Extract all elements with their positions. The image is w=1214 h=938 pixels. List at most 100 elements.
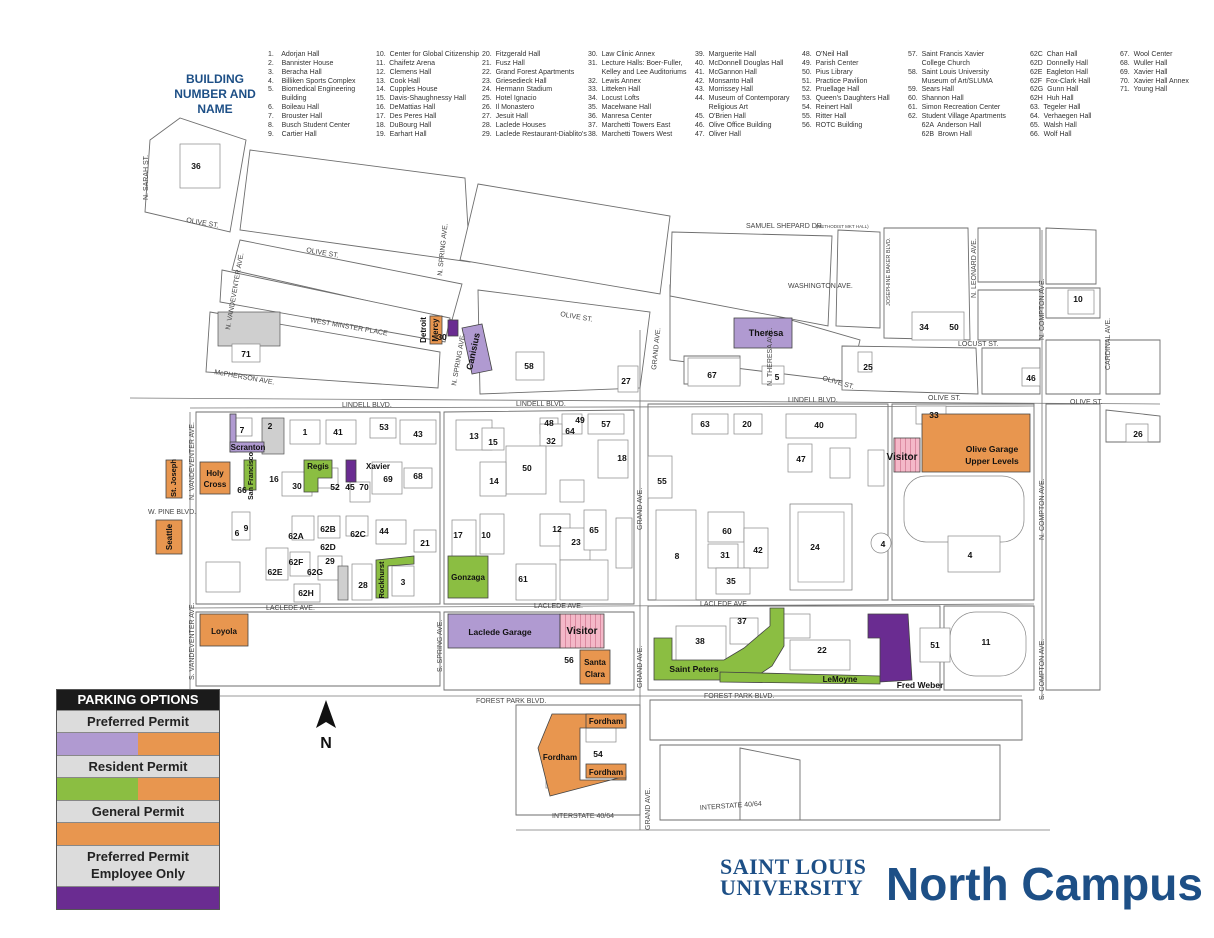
street-s-spring: S. SPRING AVE. <box>437 620 444 672</box>
roads <box>129 230 1161 831</box>
bnum: 16 <box>269 474 279 484</box>
parking-options-legend: PARKING OPTIONS Preferred Permit Residen… <box>56 689 220 910</box>
bnum: 62F <box>289 557 304 567</box>
bnum: 71 <box>241 349 251 359</box>
legend-entry: 43. Morrissey Hall <box>695 86 753 94</box>
legend-entry: 36. Manresa Center <box>588 112 652 120</box>
bnum: 54 <box>593 749 603 759</box>
lot-detroit-mercy <box>429 315 443 345</box>
bnum: 27 <box>621 376 631 386</box>
legend-entry: 71. Young Hall <box>1120 86 1168 94</box>
bnum: 60 <box>722 526 732 536</box>
bnum: 30 <box>292 481 302 491</box>
bnum: 43 <box>413 429 423 439</box>
bnum: 58 <box>524 361 534 371</box>
legend-entry: 64. Verhaegen Hall <box>1030 112 1092 120</box>
legend-entry: 61. Simon Recreation Center <box>908 104 1001 112</box>
north-arrow-icon <box>316 700 336 728</box>
bnum: 20 <box>742 419 752 429</box>
legend-entry: 62E Eagleton Hall <box>1030 68 1088 76</box>
bnum: 48 <box>544 418 554 428</box>
lot-canisius <box>461 323 493 375</box>
street-n-spring2: N. SPRING AVE. <box>451 333 467 386</box>
employee-permit-line-1: Preferred Permit <box>87 849 189 864</box>
slu-logo-line-1: SAINT LOUIS <box>720 854 867 879</box>
legend-entry: 10. Center for Global Citizenship <box>376 51 480 58</box>
label-lemoyne: LeMoyne <box>823 675 858 684</box>
lot-loyola <box>199 613 249 647</box>
street-n-vandeventer2: N. VANDEVENTER AVE. <box>189 422 196 500</box>
lot-fred-weber <box>867 613 913 683</box>
street-grand-s: GRAND AVE. <box>637 646 644 688</box>
bnum: 57 <box>601 419 611 429</box>
bnum: 51 <box>930 640 940 650</box>
building-legend-title: BUILDING NUMBER AND NAME <box>174 72 256 116</box>
legend-entry: Kelley and Lee Auditoriums <box>588 68 687 76</box>
bnum: 50 <box>522 463 532 473</box>
legend-entry: 62B Brown Hall <box>908 130 972 138</box>
street-grand-s2: GRAND AVE. <box>645 788 652 830</box>
bnum: 33 <box>929 410 939 420</box>
bnum: 32 <box>546 436 556 446</box>
compass-label: N <box>320 735 332 752</box>
street-forest-park-e: FOREST PARK BLVD. <box>704 693 774 700</box>
campus-title: North Campus <box>886 858 1203 910</box>
bnum: 64 <box>565 426 575 436</box>
legend-entry: 13. Cook Hall <box>376 77 420 85</box>
label-fordham-n: Fordham <box>589 717 623 726</box>
bnum: 49 <box>575 415 585 425</box>
lot-visitor-south <box>559 613 605 649</box>
legend-entry: 11. Chaifetz Arena <box>376 59 436 67</box>
bnum: 35 <box>726 576 736 586</box>
label-fordham-w: Fordham <box>543 753 577 762</box>
street-olive-e2: OLIVE ST. <box>928 395 961 402</box>
bnum: 56 <box>564 655 574 665</box>
legend-entry: 54. Reinert Hall <box>802 104 853 112</box>
bnum: 14 <box>489 476 499 486</box>
bnum: 34 <box>919 322 929 332</box>
street-samuel-shepard-note: (METHODIST MKT HALL) <box>816 224 869 229</box>
legend-entry: 62F Fox-Clark Hall <box>1030 77 1091 85</box>
legend-entry: 51. Practice Pavilion <box>802 77 868 85</box>
legend-entry: 34. Locust Lofts <box>588 95 640 103</box>
legend-entry: 40. McDonnell Douglas Hall <box>695 59 784 67</box>
legend-entry: 42. Monsanto Hall <box>695 77 754 85</box>
street-grand-mid: GRAND AVE. <box>637 488 644 530</box>
legend-entry: 16. DeMattias Hall <box>376 104 436 112</box>
street-s-vandeventer: S. VANDEVENTER AVE. <box>189 602 196 680</box>
bnum: 62G <box>307 567 323 577</box>
bnum: 23 <box>571 537 581 547</box>
street-n-theresa: N. THERESA AVE. <box>767 327 774 386</box>
bnum: 62D <box>320 542 336 552</box>
lot-canisius-annex <box>447 319 459 337</box>
bnum: 45 <box>345 482 355 492</box>
lot-regis <box>303 459 333 493</box>
label-cross: Cross <box>204 480 227 489</box>
bnum: 9 <box>244 523 249 533</box>
bnum: 41 <box>333 427 343 437</box>
parking-lots <box>155 315 1031 797</box>
legend-entry: College Church <box>908 59 970 67</box>
legend-entry: 31. Lecture Halls: Boer-Fuller, <box>588 59 683 67</box>
bnum: 18 <box>617 453 627 463</box>
bnum: 66 <box>237 485 247 495</box>
street-locust: LOCUST ST. <box>958 341 998 348</box>
bnum: 5 <box>775 372 780 382</box>
legend-entry: 62H Huh Hall <box>1030 95 1074 103</box>
street-n-compton: N. COMPTON AVE. <box>1039 278 1046 340</box>
street-lindell-e: LINDELL BLVD. <box>788 397 838 404</box>
bnum: 63 <box>700 419 710 429</box>
legend-entry: 65. Walsh Hall <box>1030 121 1077 129</box>
label-fordham-s: Fordham <box>589 768 623 777</box>
label-gonzaga: Gonzaga <box>451 573 485 582</box>
legend-entry: 25. Hotel Ignacio <box>482 95 537 103</box>
bnum: 52 <box>330 482 340 492</box>
bnum: 8 <box>675 551 680 561</box>
legend-entry: 1. Adorjan Hall <box>268 51 320 58</box>
street-olive-far: OLIVE ST. <box>1070 399 1103 406</box>
bnum: 53 <box>379 422 389 432</box>
bnum: 10 <box>1073 294 1083 304</box>
legend-entry: 58. Saint Louis University <box>908 68 989 76</box>
